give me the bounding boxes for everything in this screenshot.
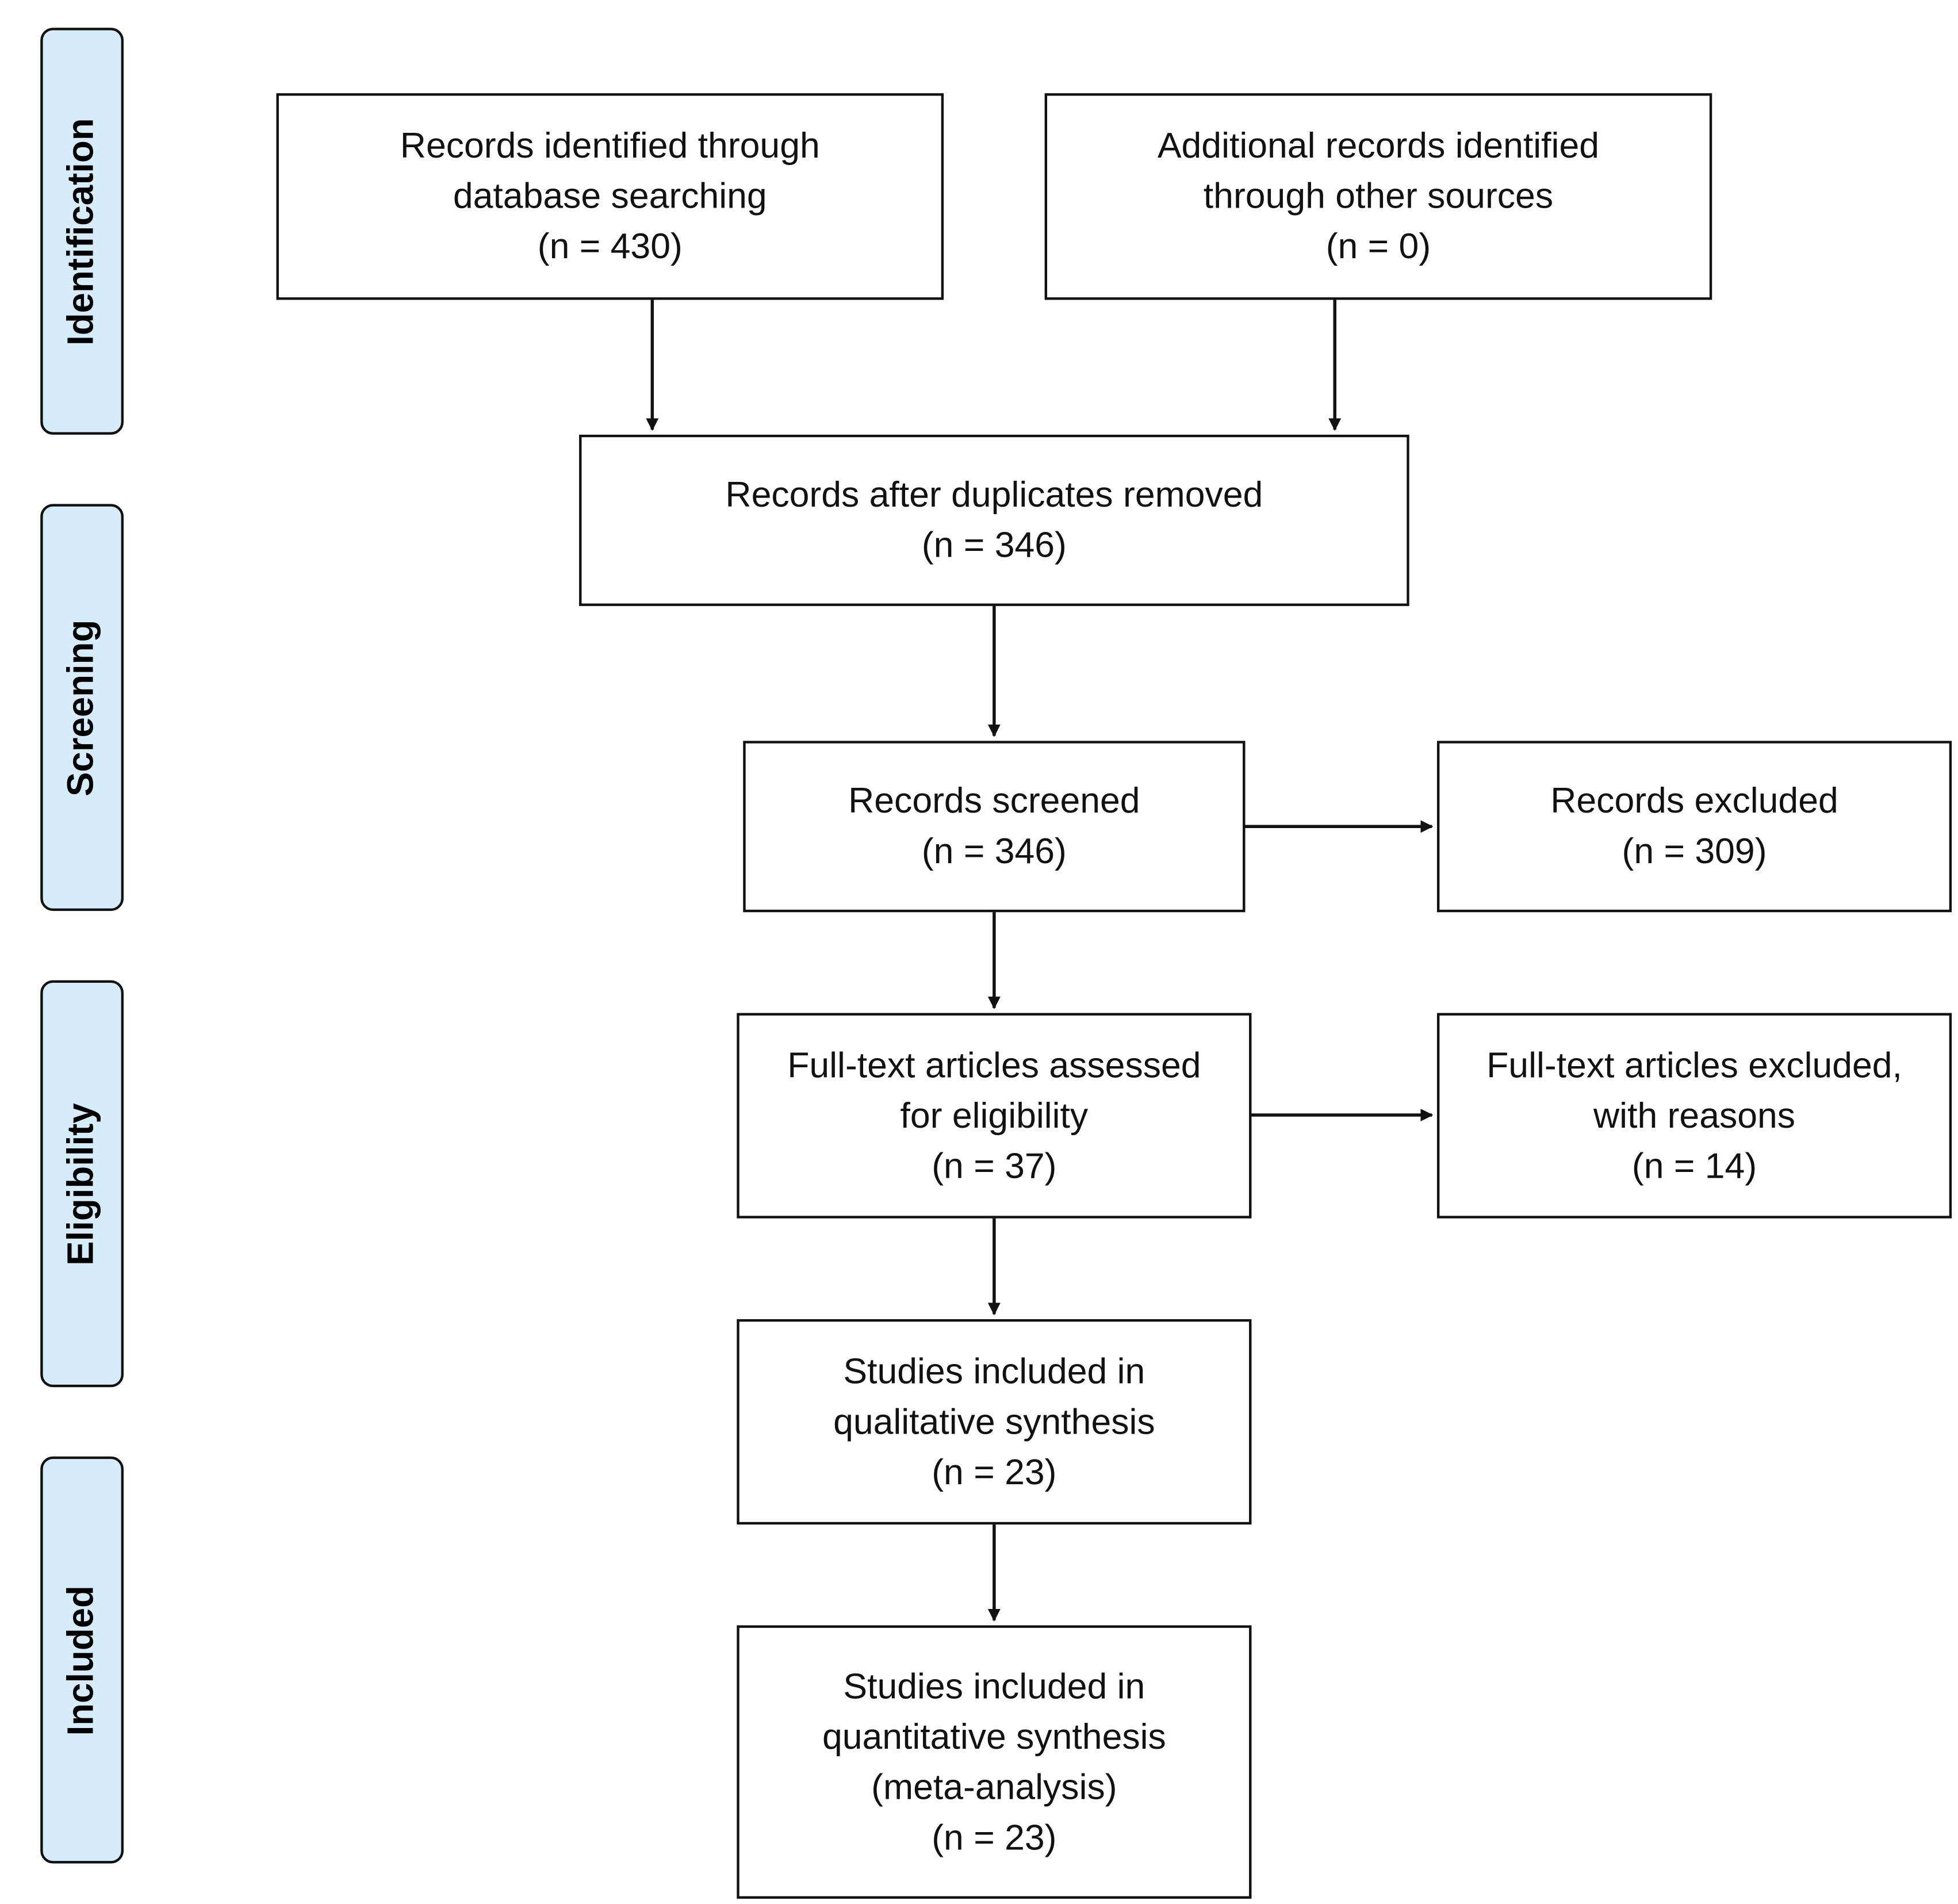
fulltext-excluded-line2: with reasons [1593, 1095, 1796, 1136]
records-excluded-line1: Records excluded [1550, 781, 1838, 822]
fulltext-excluded-count: (n = 14) [1631, 1146, 1757, 1186]
database-search-line2: database searching [453, 176, 767, 217]
qualitative-line2: qualitative synthesis [833, 1401, 1155, 1442]
fulltext-assessed-count: (n = 37) [932, 1146, 1057, 1186]
database-search-line1: Records identified through [400, 126, 820, 167]
box-fulltext-assessed: Full-text articles assessed for eligibil… [737, 1013, 1252, 1219]
box-quantitative-synthesis: Studies included in quantitative synthes… [737, 1625, 1252, 1899]
quantitative-count: (n = 23) [932, 1817, 1057, 1858]
phase-screening: Screening [40, 504, 124, 911]
box-records-screened: Records screened (n = 346) [743, 741, 1246, 913]
quantitative-line3: (meta-analysis) [871, 1767, 1117, 1807]
box-qualitative-synthesis: Studies included in qualitative synthesi… [737, 1319, 1252, 1525]
qualitative-line1: Studies included in [843, 1351, 1145, 1392]
box-database-search: Records identified through database sear… [276, 93, 944, 300]
fulltext-assessed-line1: Full-text articles assessed [787, 1045, 1201, 1086]
fulltext-assessed-line2: for eligibility [900, 1095, 1089, 1136]
other-sources-count: (n = 0) [1325, 227, 1431, 267]
other-sources-line2: through other sources [1203, 176, 1554, 217]
phase-identification: Identification [40, 28, 124, 435]
box-duplicates-removed: Records after duplicates removed (n = 34… [579, 434, 1409, 606]
phase-included: Included [40, 1456, 124, 1864]
quantitative-line1: Studies included in [843, 1666, 1145, 1707]
records-screened-count: (n = 346) [921, 832, 1067, 872]
box-fulltext-excluded: Full-text articles excluded, with reason… [1436, 1013, 1952, 1219]
qualitative-count: (n = 23) [932, 1452, 1057, 1493]
database-search-count: (n = 430) [537, 227, 683, 267]
records-excluded-count: (n = 309) [1622, 832, 1767, 872]
records-screened-line1: Records screened [848, 781, 1140, 822]
quantitative-line2: quantitative synthesis [822, 1717, 1166, 1757]
box-records-excluded: Records excluded (n = 309) [1436, 741, 1952, 913]
fulltext-excluded-line1: Full-text articles excluded, [1486, 1045, 1902, 1086]
other-sources-line1: Additional records identified [1157, 126, 1600, 167]
duplicates-removed-line1: Records after duplicates removed [725, 475, 1263, 516]
duplicates-removed-count: (n = 346) [921, 525, 1067, 566]
phase-eligibility: Eligibility [40, 980, 124, 1388]
box-other-sources: Additional records identified through ot… [1044, 93, 1712, 300]
